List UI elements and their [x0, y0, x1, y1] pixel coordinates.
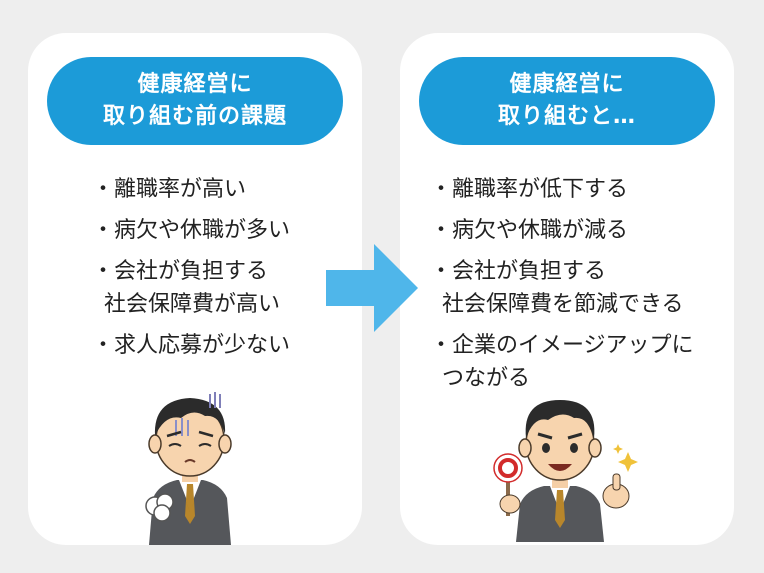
worried-businessman-illustration	[145, 392, 232, 545]
list-item: ・離職率が低下する	[430, 177, 629, 202]
after-title-line1: 健康経営に	[509, 72, 625, 97]
after-benefit-list: ・離職率が低下する ・病欠や休職が減る ・会社が負担する社会保障費を節減できる …	[430, 173, 694, 403]
list-item: ・病欠や休職が多い	[92, 218, 291, 243]
before-title-badge: 健康経営に 取り組む前の課題	[47, 57, 343, 145]
before-title-line2: 取り組む前の課題	[102, 104, 287, 129]
list-item: ・病欠や休職が減る	[430, 218, 629, 243]
happy-businessman-illustration	[493, 400, 638, 542]
right-arrow-icon	[326, 244, 418, 332]
list-item: ・求人応募が少ない	[92, 333, 291, 358]
list-item: ・離職率が高い	[92, 177, 247, 202]
after-title-line2: 取り組むと…	[497, 104, 636, 129]
before-issue-list: ・離職率が高い ・病欠や休職が多い ・会社が負担する社会保障費が高い ・求人応募…	[92, 173, 290, 370]
after-title-badge: 健康経営に 取り組むと…	[419, 57, 715, 145]
before-title-line1: 健康経営に	[137, 72, 253, 97]
before-card: 健康経営に 取り組む前の課題 ・離職率が高い ・病欠や休職が多い ・会社が負担す…	[28, 33, 362, 545]
list-item: ・会社が負担する社会保障費が高い	[92, 259, 281, 317]
list-item: ・企業のイメージアップにつながる	[430, 333, 694, 391]
list-item: ・会社が負担する社会保障費を節減できる	[430, 259, 684, 317]
